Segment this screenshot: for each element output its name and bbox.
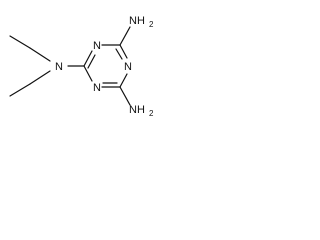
molecule-drawing: N N N N NH 2 NH 2 <box>9 15 154 118</box>
atom-ring-n5: N <box>124 61 132 73</box>
bond-ethyl-bottom-2 <box>29 70 51 85</box>
bond-c4-nh2-bottom <box>119 86 131 106</box>
bond-ring-c2-n1-double <box>87 54 96 69</box>
bond-ethyl-bottom-1 <box>9 83 31 97</box>
atom-nh2-top-subscript: 2 <box>149 20 154 29</box>
bond-c6-nh2-top <box>119 26 131 46</box>
bond-ring-n5-c4 <box>119 73 128 88</box>
bond-ring-c2-n1 <box>83 50 93 67</box>
atom-nh2-bottom: NH <box>129 104 145 116</box>
bond-ring-n3-c2 <box>83 65 93 82</box>
bond-ethyl-top-1 <box>9 35 31 49</box>
structure-diagram: N N N N NH 2 NH 2 <box>0 0 164 126</box>
atom-ring-n3: N <box>93 82 101 94</box>
atom-nh2-top: NH <box>129 15 145 27</box>
atom-nh2-bottom-subscript: 2 <box>149 109 154 118</box>
bond-ring-c6-n5 <box>119 44 128 59</box>
atom-amine-n: N <box>55 61 63 73</box>
bond-ring-c6-n5-double <box>115 48 123 60</box>
atom-ring-n1: N <box>93 40 101 52</box>
bond-ethyl-top-2 <box>29 47 51 62</box>
